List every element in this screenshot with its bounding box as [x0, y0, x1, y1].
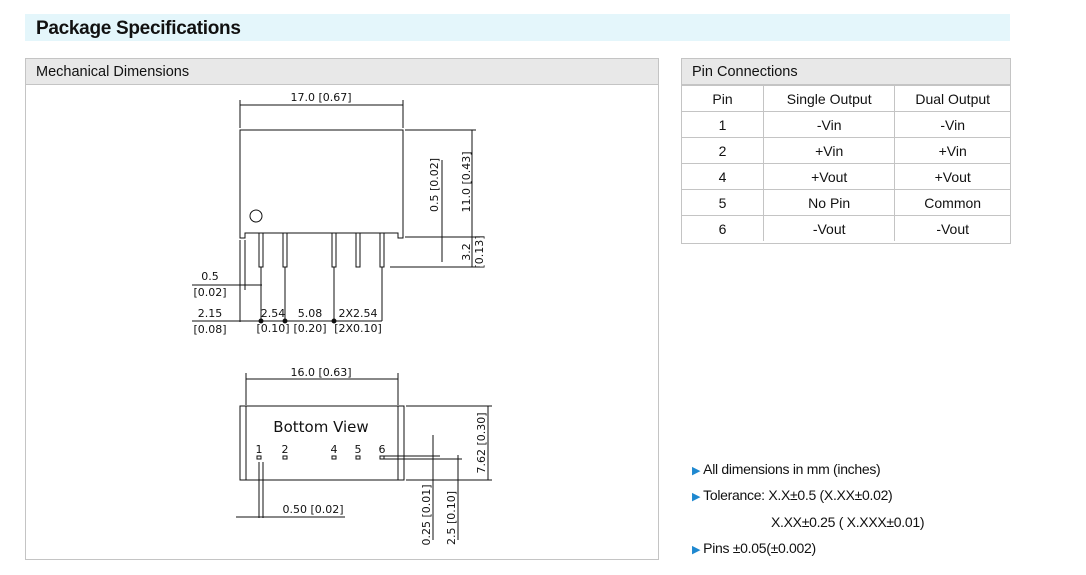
- side-view: 17.0 [0.67] 11.0 [0.43] 0.5 [0.02] 3.2 […: [192, 91, 486, 336]
- table-header-row: Pin Single Output Dual Output: [682, 85, 1010, 112]
- column-header: Single Output: [762, 85, 896, 112]
- dim-pin-width: 0.5: [201, 270, 219, 283]
- page-title: Package Specifications: [36, 18, 241, 39]
- dim-first-pin: 2.15: [198, 307, 223, 320]
- note-text: X.XX±0.25 ( X.XXX±0.01): [771, 514, 925, 530]
- cell: +Vin: [894, 137, 1010, 164]
- note-item: ▶Tolerance: X.X±0.5 (X.XX±0.02): [692, 487, 893, 503]
- bottom-body: [239, 405, 405, 481]
- cell: Common: [894, 189, 1010, 216]
- dim-first-pin-in: [0.08]: [193, 323, 226, 336]
- pin-number: 6: [379, 443, 386, 456]
- cell: 6: [682, 215, 764, 241]
- dim-depth: 7.62 [0.30]: [475, 412, 488, 473]
- cell: -Vout: [894, 215, 1010, 241]
- cell: +Vin: [762, 137, 896, 164]
- bottom-view-label: Bottom View: [273, 418, 368, 436]
- dim-standoff: 0.5 [0.02]: [428, 158, 441, 212]
- table-row: 6-Vout-Vout: [682, 215, 1010, 241]
- column-header: Dual Output: [894, 85, 1010, 112]
- note-item: ▶Pins ±0.05(±0.002): [692, 540, 816, 556]
- bottom-view: Bottom View 1 2 4 5 6 16.0 [0.63] 7.62 […: [236, 366, 492, 546]
- module-body: [239, 129, 404, 239]
- dim-pitch3: 2X2.54: [338, 307, 377, 320]
- bullet-triangle-icon: ▶: [692, 491, 701, 503]
- dimension-lines: [192, 100, 480, 322]
- pin-number: 4: [331, 443, 338, 456]
- cell: +Vout: [894, 163, 1010, 190]
- bottom-dimension-lines: [236, 373, 492, 540]
- pin1-marker: [249, 209, 263, 223]
- table-row: 2+Vin+Vin: [682, 137, 1010, 164]
- table-row: 1-Vin-Vin: [682, 111, 1010, 138]
- mechanical-dimensions-panel: Mechanical Dimensions: [25, 58, 659, 560]
- dim-pin-width-in: [0.02]: [193, 286, 226, 299]
- column-header: Pin: [682, 85, 764, 112]
- pin-connections-panel: Pin Connections Pin Single Output Dual O…: [681, 58, 1011, 244]
- cell: 1: [682, 111, 764, 138]
- dim-bottom-width: 16.0 [0.63]: [290, 366, 351, 379]
- dim-pitch2-in: [0.20]: [293, 322, 326, 335]
- dim-pin-offset: 2.5 [0.10]: [445, 491, 458, 545]
- note-text: All dimensions in mm (inches): [703, 461, 881, 477]
- table-row: 4+Vout+Vout: [682, 163, 1010, 190]
- cell: +Vout: [762, 163, 896, 190]
- note-text: Tolerance: X.X±0.5 (X.XX±0.02): [703, 487, 893, 503]
- pin-number: 2: [282, 443, 289, 456]
- note-item: X.XX±0.25 ( X.XXX±0.01): [771, 514, 925, 530]
- dim-pin-thickness: 0.25 [0.01]: [420, 484, 433, 545]
- dim-bottom-pin-width: 0.50 [0.02]: [282, 503, 343, 516]
- cell: -Vout: [762, 215, 896, 241]
- bullet-triangle-icon: ▶: [692, 465, 701, 477]
- dim-height: 11.0 [0.43]: [460, 151, 473, 212]
- section-title-bar: Package Specifications: [25, 14, 1010, 41]
- pins: [258, 232, 385, 268]
- dim-pin-length: 3.2: [460, 243, 473, 261]
- note-item: ▶All dimensions in mm (inches): [692, 461, 881, 477]
- mechanical-dimensions-header: Mechanical Dimensions: [26, 59, 658, 85]
- cell: 2: [682, 137, 764, 164]
- bullet-triangle-icon: ▶: [692, 544, 701, 556]
- dim-pitch1: 2.54: [261, 307, 286, 320]
- dim-pitch3-in: [2X0.10]: [334, 322, 382, 335]
- cell: No Pin: [762, 189, 896, 216]
- pin-number: 1: [256, 443, 263, 456]
- pin-number: 5: [355, 443, 362, 456]
- pin-connections-header: Pin Connections: [682, 59, 1010, 85]
- dim-pitch2: 5.08: [298, 307, 323, 320]
- dim-pitch1-in: [0.10]: [256, 322, 289, 335]
- cell: 5: [682, 189, 764, 216]
- cell: 4: [682, 163, 764, 190]
- dim-pin-length-in: [0.13]: [473, 235, 486, 268]
- cell: -Vin: [894, 111, 1010, 138]
- pin-connections-table: Pin Single Output Dual Output 1-Vin-Vin …: [682, 85, 1010, 241]
- dim-width: 17.0 [0.67]: [290, 91, 351, 104]
- note-text: Pins ±0.05(±0.002): [703, 540, 816, 556]
- cell: -Vin: [762, 111, 896, 138]
